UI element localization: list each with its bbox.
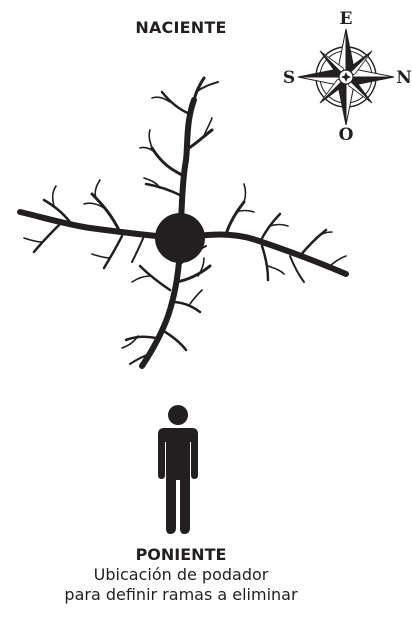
branch-east: [180, 184, 346, 282]
caption-line-1: Ubicación de podador: [0, 565, 362, 585]
poniente-label: PONIENTE: [0, 545, 362, 565]
person-icon: [140, 404, 220, 536]
branch-west: [20, 180, 180, 268]
caption-line-2: para definir ramas a eliminar: [0, 585, 362, 605]
tree-trunk: [155, 213, 205, 263]
compass-label-top: E: [340, 9, 353, 29]
poniente-caption: PONIENTE Ubicación de podador para defin…: [0, 545, 362, 605]
tree-top-view-diagram: [0, 70, 412, 400]
